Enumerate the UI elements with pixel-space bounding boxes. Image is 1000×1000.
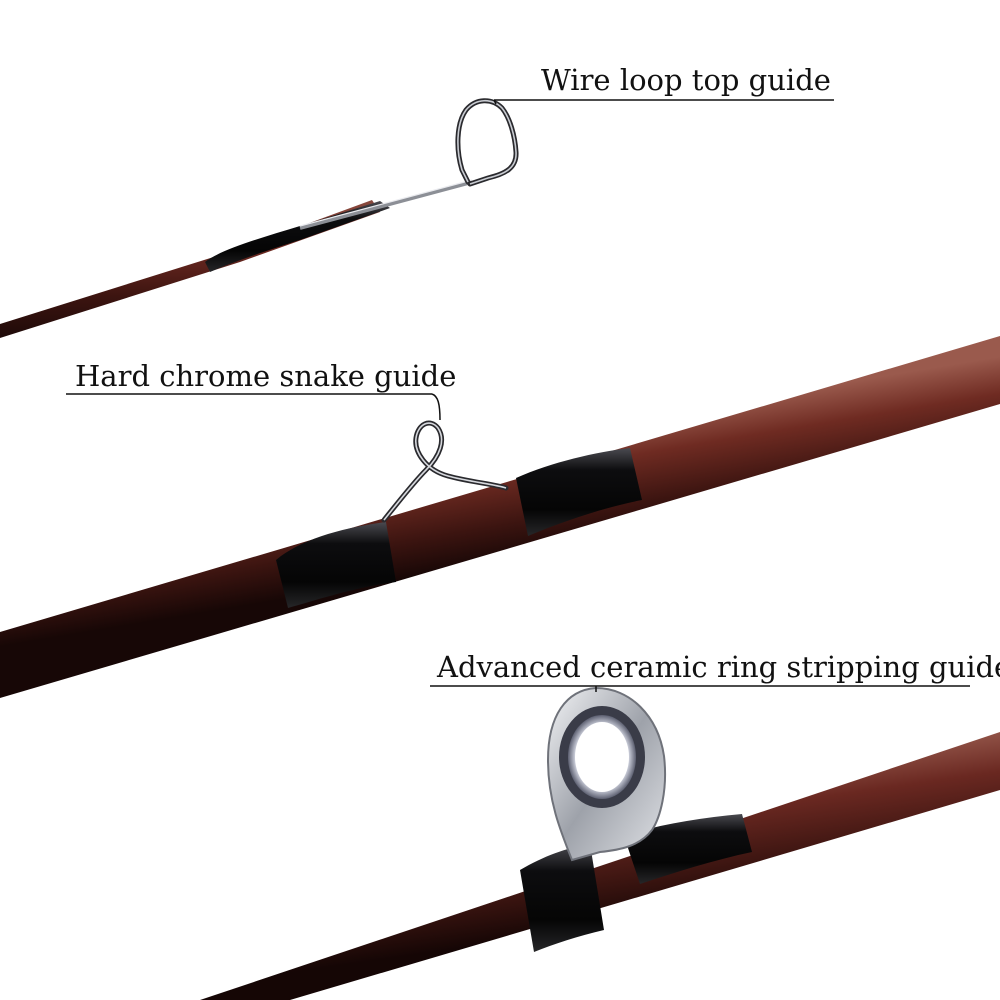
rod-blank-mid	[0, 336, 1000, 698]
tip-guide-tube	[299, 180, 473, 230]
callout-leader-2	[431, 393, 441, 421]
ceramic-ring-hole	[575, 722, 629, 792]
wire-loop-highlight	[457, 99, 517, 185]
rod-mid-section	[0, 336, 1000, 698]
stripping-guide-wrap-right	[624, 814, 752, 884]
callout-label-ceramic-stripping-guide: Advanced ceramic ring stripping guide	[437, 650, 1000, 684]
tip-thread-wrap	[205, 201, 390, 272]
snake-guide-highlight	[383, 422, 507, 521]
tip-guide-tube-highlight	[299, 179, 473, 227]
snake-guide-wrap-right	[516, 448, 642, 536]
callout-label-wire-loop-top-guide: Wire loop top guide	[541, 63, 831, 97]
rod-blank-butt	[200, 732, 1000, 1000]
callout-leader-1	[493, 99, 497, 105]
rod-tip-section	[0, 98, 519, 338]
stripping-guide-wrap-left	[520, 844, 604, 952]
snake-guide-wrap-left	[276, 522, 396, 608]
callout-label-hard-chrome-snake-guide: Hard chrome snake guide	[75, 359, 457, 393]
wire-loop-guide-icon	[455, 98, 519, 187]
rod-butt-section	[200, 686, 1000, 1000]
